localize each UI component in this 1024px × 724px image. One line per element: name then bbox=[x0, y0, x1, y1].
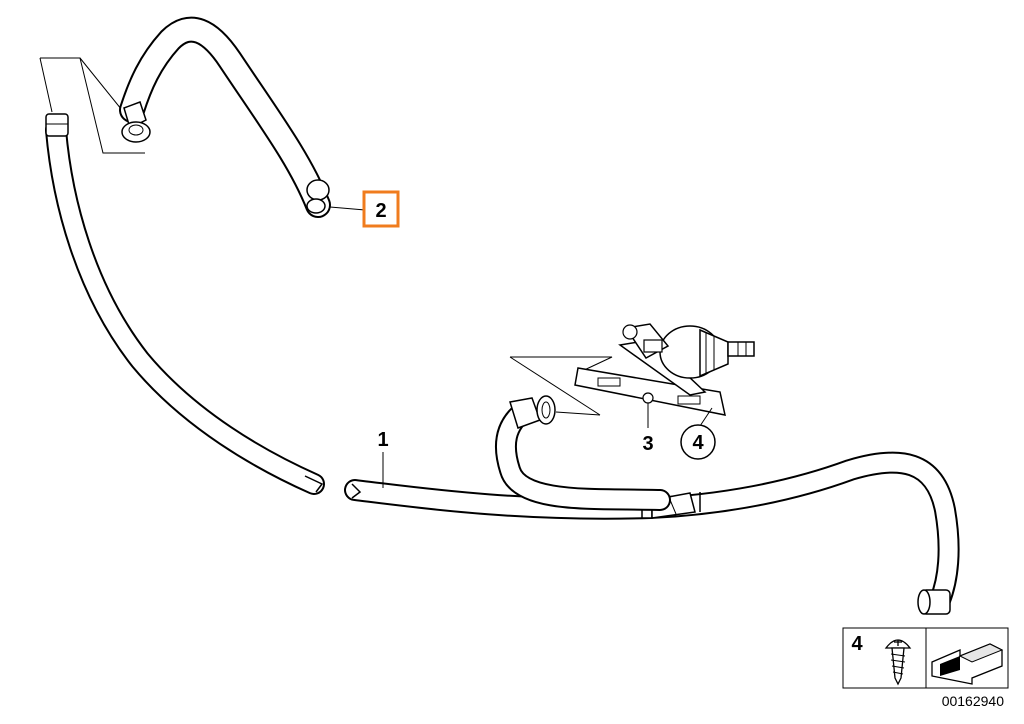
hose-part-1-left[interactable] bbox=[45, 113, 325, 495]
legend-item-number: 4 bbox=[851, 633, 863, 655]
legend-box: 4 bbox=[842, 627, 1009, 689]
callout-3-label: 3 bbox=[642, 433, 653, 455]
callout-2[interactable]: 2 bbox=[329, 190, 400, 228]
callout-2-label: 2 bbox=[375, 200, 386, 222]
callout-4-label: 4 bbox=[692, 432, 704, 454]
image-number: 00162940 bbox=[942, 693, 1005, 709]
washer-pump[interactable] bbox=[574, 323, 755, 416]
hose-part-1-right[interactable] bbox=[344, 451, 960, 615]
callout-4[interactable]: 4 bbox=[680, 407, 716, 460]
callout-3[interactable]: 3 bbox=[642, 403, 654, 455]
pump-leader-lines bbox=[509, 356, 613, 416]
callout-1-label: 1 bbox=[377, 429, 388, 451]
hose-part-2[interactable] bbox=[119, 16, 331, 218]
direction-arrow-icon bbox=[931, 643, 1004, 685]
screw-icon bbox=[884, 639, 912, 686]
branch-hose[interactable] bbox=[494, 395, 671, 511]
callout-1[interactable]: 1 bbox=[377, 429, 389, 488]
